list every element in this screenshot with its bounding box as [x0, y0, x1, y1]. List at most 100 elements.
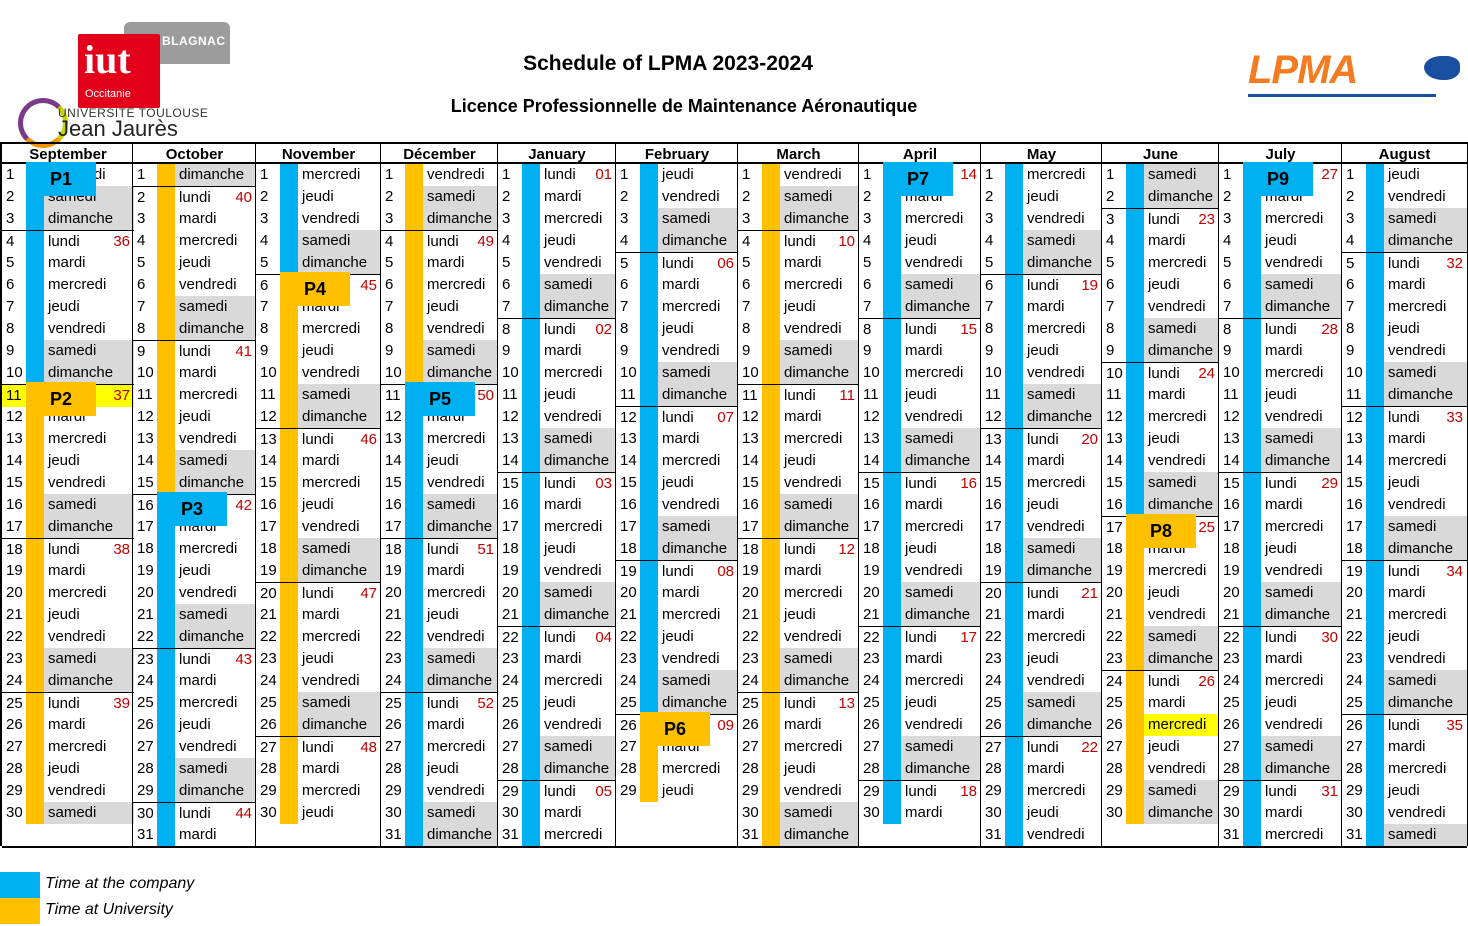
- day-number: 24: [137, 672, 154, 689]
- company-bar: [883, 473, 901, 495]
- day-number: 4: [502, 232, 511, 249]
- company-bar: [1005, 164, 1023, 186]
- day-number: 11: [1223, 386, 1239, 403]
- week-number: 32: [1446, 255, 1463, 272]
- company-bar: [1366, 516, 1384, 538]
- weekend-shade: [780, 362, 859, 384]
- day-number: 18: [502, 540, 519, 557]
- week-number: 50: [477, 387, 494, 404]
- week-number: 23: [1198, 211, 1215, 228]
- day-number: 7: [1346, 298, 1355, 315]
- day-number: 28: [260, 760, 277, 777]
- day-name: mercredi: [48, 276, 107, 293]
- day-number: 29: [863, 783, 880, 800]
- day-number: 25: [1346, 694, 1363, 711]
- day-number: 30: [863, 804, 880, 821]
- company-bar: [883, 230, 901, 252]
- day-name: mercredi: [1027, 628, 1086, 645]
- day-number: 31: [1223, 826, 1240, 843]
- header: BLAGNAC iut Occitanie UNIVERSITÉ TOULOUS…: [0, 0, 1468, 148]
- university-bar: [762, 670, 780, 692]
- day-name: samedi: [905, 738, 954, 755]
- day-name: samedi: [1388, 364, 1437, 381]
- company-bar: [1126, 428, 1144, 450]
- iut-logo: BLAGNAC iut Occitanie UNIVERSITÉ TOULOUS…: [14, 22, 230, 148]
- legend-label-university: Time at University: [45, 901, 173, 918]
- day-name: vendredi: [427, 782, 485, 799]
- day-number: 16: [1346, 496, 1363, 513]
- day-name: jeudi: [427, 298, 459, 315]
- day-number: 10: [1106, 365, 1123, 382]
- day-number: 31: [137, 826, 154, 843]
- day-number: 1: [1346, 166, 1355, 183]
- day-name: mardi: [302, 452, 340, 469]
- day-number: 29: [260, 782, 277, 799]
- day-number: 26: [1346, 717, 1363, 734]
- day-number: 11: [502, 386, 518, 403]
- day-number: 2: [863, 188, 872, 205]
- day-name: mercredi: [179, 232, 238, 249]
- day-number: 15: [385, 474, 402, 491]
- company-bar: [1005, 583, 1023, 605]
- day-number: 9: [742, 342, 751, 359]
- day-name: dimanche: [302, 562, 368, 579]
- company-bar: [522, 692, 540, 714]
- day-number: 8: [620, 320, 629, 337]
- day-name: lundi: [427, 233, 459, 250]
- day-number: 31: [742, 826, 759, 843]
- day-number: 20: [137, 584, 154, 601]
- month-body: 1vendredi2samedi3dimanche4lundi365mardi6…: [2, 162, 134, 848]
- company-bar: [1005, 252, 1023, 274]
- day-name: jeudi: [427, 606, 459, 623]
- day-number: 29: [1223, 783, 1240, 800]
- day-number: 13: [6, 430, 23, 447]
- company-bar: [640, 164, 658, 186]
- company-bar: [280, 208, 298, 230]
- day-name: mardi: [1027, 452, 1065, 469]
- company-bar: [405, 560, 423, 582]
- day-number: 31: [1346, 826, 1363, 843]
- day-number: 29: [985, 782, 1002, 799]
- company-bar: [522, 824, 540, 846]
- day-name: mardi: [905, 804, 943, 821]
- company-bar: [883, 450, 901, 472]
- day-name: mercredi: [1265, 672, 1324, 689]
- university-bar: [1126, 736, 1144, 758]
- university-bar: [280, 583, 298, 605]
- university-bar: [157, 187, 175, 209]
- day-number: 17: [742, 518, 759, 535]
- company-bar: [1126, 296, 1144, 318]
- day-name: dimanche: [1148, 650, 1214, 667]
- day-number: 12: [260, 408, 277, 425]
- day-name: vendredi: [48, 320, 106, 337]
- day-name: mardi: [544, 342, 582, 359]
- weekend-shade: [1384, 692, 1467, 714]
- day-number: 20: [1346, 584, 1363, 601]
- university-bar: [762, 539, 780, 561]
- company-bar: [1366, 362, 1384, 384]
- day-number: 6: [620, 276, 629, 293]
- day-name: vendredi: [1265, 408, 1323, 425]
